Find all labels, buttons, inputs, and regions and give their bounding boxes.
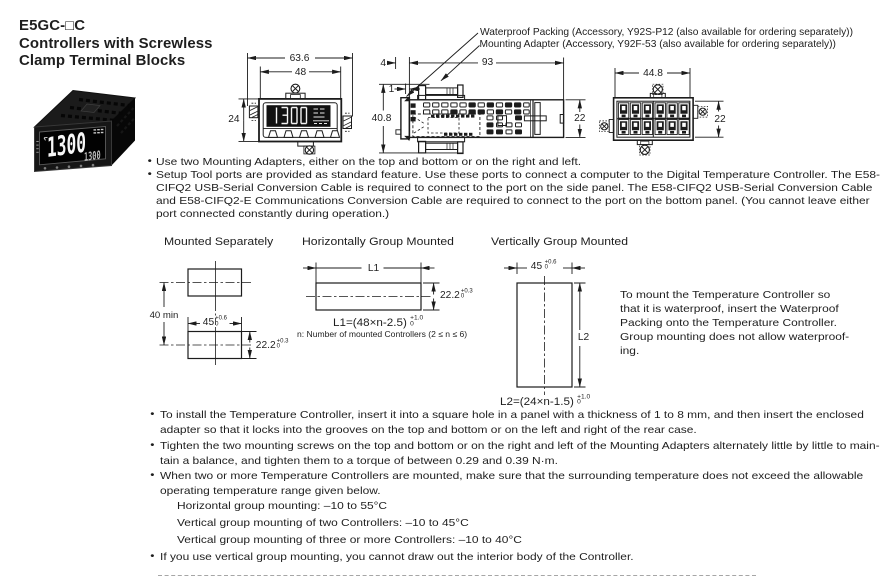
tolerance-upper: +0.3 — [276, 338, 289, 345]
dim-side-bezel-depth: 4 — [380, 58, 386, 69]
tolerance-lower: 0 — [215, 321, 219, 328]
rear-view-drawing — [599, 68, 724, 156]
note-bottom-item4-line1: • If you use vertical group mounting, you… — [150, 551, 634, 563]
heading-horizontally-group-mounted: Horizontally Group Mounted — [301, 236, 454, 249]
note-bottom-item2-line2: tain a balance, and tighten them to a to… — [160, 455, 558, 467]
note-n-controllers: n: Number of mounted Controllers (2 ≤ n … — [297, 329, 468, 339]
waterproof-note-line4: Group mounting does not allow waterproof… — [620, 331, 850, 343]
tolerance-upper: +0.6 — [215, 315, 227, 322]
heading-vertically-group-mounted: Vertically Group Mounted — [490, 236, 628, 249]
front-view-drawing — [238, 53, 353, 155]
note-text: Tighten the two mounting screws on the t… — [160, 440, 880, 452]
dim-number: 22.2 — [255, 339, 276, 351]
note-top-item2-line4: port connected constantly during operati… — [155, 209, 389, 221]
note-text: If you use vertical group mounting, you … — [160, 551, 634, 563]
dim-side-packing-thickness: 1 — [388, 84, 395, 95]
product-photo: 1300 1300 — [33, 89, 137, 173]
dim-front-face-width: 48 — [294, 66, 307, 78]
bullet-icon: • — [150, 409, 155, 421]
waterproof-note-line3: Packing onto the Temperature Controller. — [620, 317, 837, 329]
waterproof-note-line5: ing. — [620, 345, 640, 357]
note-top-item2-line3: and E58-CIFQ2-E Communications Conversio… — [155, 196, 870, 208]
page-title-line3: Clamp Terminal Blocks — [19, 53, 186, 70]
temp-limit-horizontal: Horizontal group mounting: –10 to 55°C — [176, 501, 387, 513]
cutout-separate-drawing — [159, 261, 257, 365]
waterproof-note-line2: that it is waterproof, insert the Waterp… — [620, 304, 839, 316]
heading-mounted-separately: Mounted Separately — [163, 235, 273, 248]
dim-side-total-height: 40.8 — [371, 113, 392, 125]
dim-side-body-height: 22 — [570, 113, 590, 124]
photo-display-sub: 1300 — [84, 149, 101, 165]
page-title-model: E5GC-□C — [19, 18, 86, 35]
tolerance-lower: 0 — [276, 343, 280, 350]
tolerance-upper: +0.3 — [460, 287, 473, 294]
note-bottom-item1-line1: • To install the Temperature Controller, … — [150, 409, 864, 422]
dim-number: 22.2 — [440, 289, 460, 301]
tolerance-lower: 0 — [460, 293, 465, 300]
dim-rear-width: 44.8 — [643, 67, 663, 79]
note-text: To install the Temperature Controller, i… — [160, 410, 864, 422]
note-bottom-item1-line2: adapter so that it locks into the groove… — [160, 425, 697, 437]
tolerance-upper: +1.0 — [410, 315, 424, 322]
side-view-drawing — [379, 32, 586, 155]
dim-rear-height: 22 — [710, 114, 730, 125]
bullet-icon: • — [150, 550, 155, 562]
dim-front-height: 24 — [228, 113, 240, 125]
page-title-line2: Controllers with Screwless — [19, 35, 213, 52]
tolerance-lower: 0 — [544, 264, 548, 271]
tolerance-lower: 0 — [410, 321, 414, 328]
bullet-icon: • — [147, 169, 152, 181]
temp-limit-vertical-two: Vertical group mounting of two Controlle… — [176, 518, 469, 530]
tolerance-lower: 0 — [577, 399, 581, 406]
note-text: When two or more Temperature Controllers… — [160, 470, 864, 482]
callout-mounting-adapter: Mounting Adapter (Accessory, Y92F-53 (al… — [479, 39, 836, 50]
note-text: Use two Mounting Adapters, either on the… — [155, 157, 581, 169]
dim-number: 45 — [202, 317, 215, 329]
photo-display-main: 1300 — [47, 127, 86, 164]
tolerance-upper: +0.6 — [544, 259, 557, 266]
note-bottom-item3-line1: • When two or more Temperature Controller… — [150, 470, 864, 482]
callout-waterproof-packing: Waterproof Packing (Accessory, Y92S-P12 … — [480, 26, 853, 38]
temp-limit-vertical-three: Vertical group mounting of three or more… — [176, 535, 522, 547]
cutout-horizontal-drawing — [303, 262, 440, 311]
bullet-icon: • — [147, 156, 152, 168]
waterproof-note-line1: To mount the Temperature Controller so — [620, 290, 831, 302]
bullet-icon: • — [150, 439, 155, 451]
dim-side-body-length: 93 — [481, 57, 494, 69]
bullet-icon: • — [150, 469, 155, 481]
dim-front-total-width: 63.6 — [289, 52, 310, 64]
dim-number: 45 — [530, 260, 543, 272]
note-bottom-item2-line1: • Tighten the two mounting screws on the … — [150, 440, 880, 452]
note-top-item2-line1: •Setup Tool ports are provided as standa… — [147, 169, 880, 182]
note-bottom-item3-line2: operating temperature range given below. — [160, 485, 381, 497]
note-top-item1-line1: •Use two Mounting Adapters, either on th… — [147, 156, 581, 169]
dim-cutout-l2-label: L2 — [575, 332, 592, 344]
note-text: Setup Tool ports are provided as standar… — [155, 170, 880, 182]
formula-text: L2=(24×n-1.5) — [500, 395, 574, 408]
formula-text: L1=(48×n-2.5) — [333, 317, 407, 330]
cutout-vertical-drawing — [504, 262, 586, 395]
dim-cutout-l1-label: L1 — [364, 264, 383, 275]
dim-cutout-vertical-space: 40 min — [148, 309, 180, 321]
note-top-item2-line2: CIFQ2 USB-Serial Conversion Cable is req… — [155, 183, 872, 195]
tolerance-upper: +1.0 — [577, 394, 591, 401]
